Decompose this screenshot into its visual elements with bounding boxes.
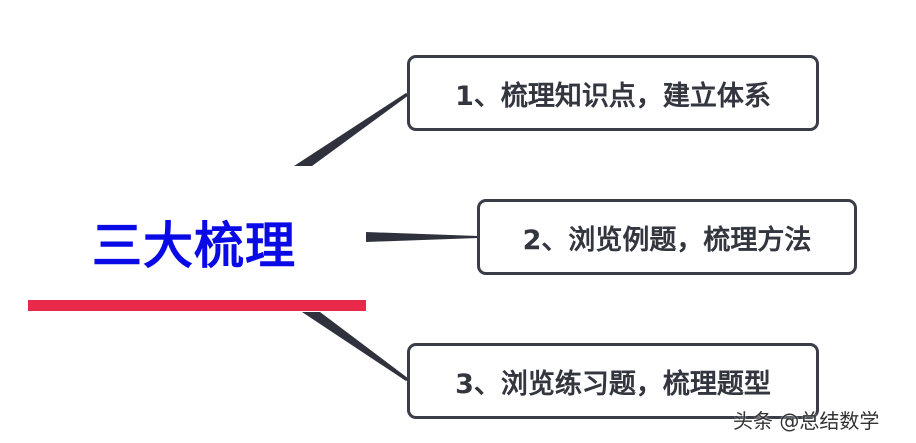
branch-topic-3[interactable]: 3、浏览练习题，梳理题型: [407, 343, 819, 419]
central-topic-underline: [28, 300, 366, 311]
connector-1: [294, 93, 409, 166]
branch-topic-2[interactable]: 2、浏览例题，梳理方法: [477, 199, 857, 275]
connector-2: [366, 232, 478, 242]
branch-label: 2、浏览例题，梳理方法: [522, 224, 812, 256]
branch-label: 1、梳理知识点，建立体系: [455, 80, 771, 112]
connector-3: [302, 312, 409, 381]
watermark: 头条 @总结数学: [733, 409, 880, 433]
branch-topic-1[interactable]: 1、梳理知识点，建立体系: [407, 55, 819, 131]
central-topic[interactable]: 三大梳理: [92, 217, 296, 275]
branch-label: 3、浏览练习题，梳理题型: [455, 368, 771, 400]
